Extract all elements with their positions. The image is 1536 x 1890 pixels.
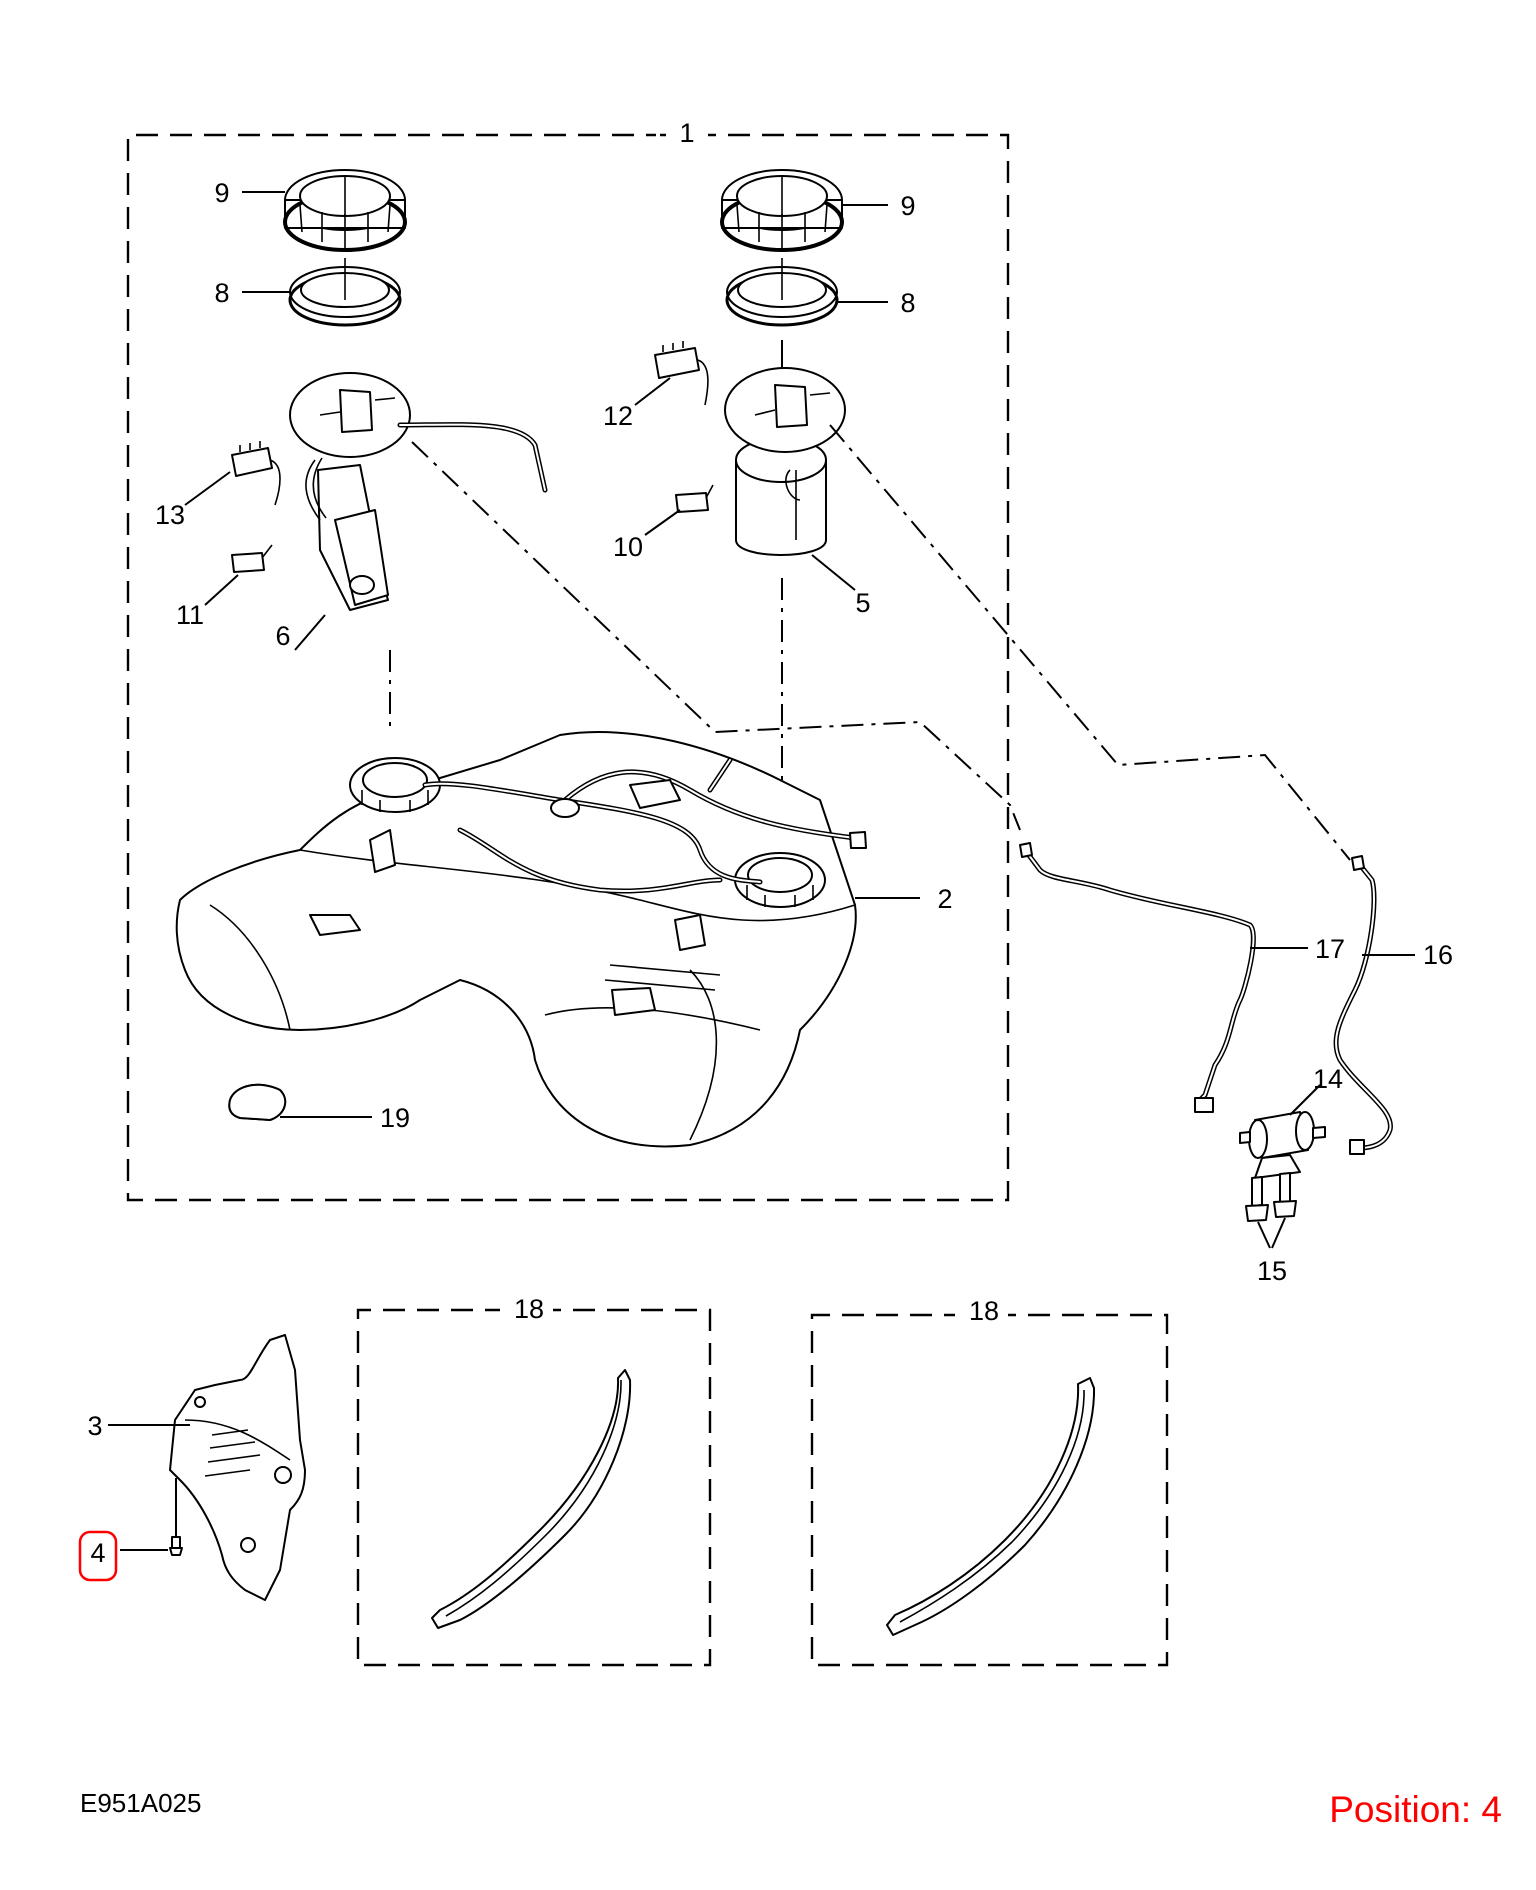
connector-12[interactable] <box>654 341 709 406</box>
callout-17[interactable]: 17 <box>1315 934 1345 964</box>
group-box-18-left <box>356 1308 712 1667</box>
callout-2[interactable]: 2 <box>937 884 952 914</box>
seal-ring-right[interactable] <box>725 258 839 327</box>
fuel-pump-module[interactable] <box>724 367 846 556</box>
callout-8-right[interactable]: 8 <box>900 288 915 318</box>
callout-5[interactable]: 5 <box>855 588 870 618</box>
callout-9-left[interactable]: 9 <box>214 178 229 208</box>
callout-18-right[interactable]: 18 <box>969 1296 999 1326</box>
connector-13[interactable] <box>231 441 281 506</box>
callout-19[interactable]: 19 <box>380 1103 410 1133</box>
fuel-sender-unit-left[interactable] <box>289 372 548 611</box>
locking-ring-left[interactable] <box>283 169 407 252</box>
fuel-tank[interactable] <box>175 731 867 1148</box>
callout-1[interactable]: 1 <box>679 118 694 148</box>
pad-19[interactable] <box>228 1083 287 1121</box>
callout-9-right[interactable]: 9 <box>900 191 915 221</box>
heat-shield-3[interactable] <box>169 1334 306 1601</box>
callout-13[interactable]: 13 <box>155 500 185 530</box>
callout-8-left[interactable]: 8 <box>214 278 229 308</box>
callout-11[interactable]: 11 <box>176 600 204 630</box>
callout-3[interactable]: 3 <box>87 1411 102 1441</box>
callout-18-left[interactable]: 18 <box>514 1294 544 1324</box>
callout-15[interactable]: 15 <box>1257 1256 1287 1286</box>
group-box-18-right <box>810 1313 1169 1667</box>
clip-11[interactable] <box>231 544 273 573</box>
position-label: Position: 4 <box>1329 1789 1502 1830</box>
fuel-filter-14[interactable] <box>1239 1111 1326 1222</box>
fuel-pipe-17[interactable] <box>1019 842 1256 1113</box>
locking-ring-right[interactable] <box>720 169 844 252</box>
group-box-1 <box>126 133 1010 1202</box>
callout-10[interactable]: 10 <box>613 532 643 562</box>
position-highlight <box>78 1530 118 1582</box>
clip-10[interactable] <box>675 484 714 513</box>
callout-6[interactable]: 6 <box>275 621 290 651</box>
callout-4[interactable]: 4 <box>90 1538 105 1568</box>
diagram-code: E951A025 <box>80 1788 201 1818</box>
tank-strap-right[interactable] <box>886 1377 1096 1636</box>
seal-ring-left[interactable] <box>288 258 402 327</box>
fuel-pipe-16[interactable] <box>1333 855 1393 1155</box>
callout-12[interactable]: 12 <box>603 401 633 431</box>
tank-strap-left[interactable] <box>431 1369 632 1629</box>
bolt-4[interactable] <box>169 1478 183 1556</box>
callout-14[interactable]: 14 <box>1313 1064 1343 1094</box>
callout-16[interactable]: 16 <box>1423 940 1453 970</box>
